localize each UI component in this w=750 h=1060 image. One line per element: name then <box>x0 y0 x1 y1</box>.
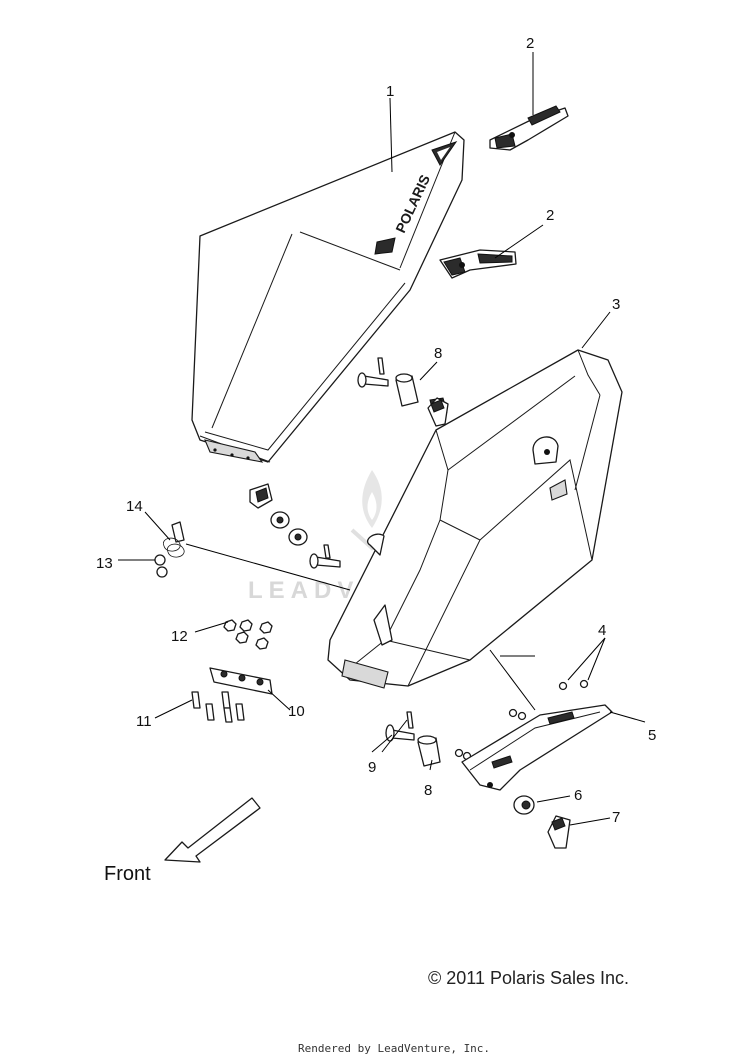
callouts: 1 2 2 3 8 4 5 6 7 8 9 10 11 12 13 14 <box>96 35 656 826</box>
callout-3: 3 <box>612 296 620 313</box>
bracket-part-5 <box>461 704 613 791</box>
bolt-upper <box>357 357 389 388</box>
callout-1: 1 <box>386 83 394 100</box>
callout-13: 13 <box>96 555 113 572</box>
front-arrow-icon <box>164 797 261 863</box>
leader-lines <box>118 52 646 826</box>
catch-upper <box>427 397 449 427</box>
callout-2-lower: 2 <box>546 207 554 224</box>
bushing-part-6 <box>513 795 535 815</box>
nuts-part-12 <box>223 619 273 650</box>
latch-part-2-lower <box>439 249 517 279</box>
callout-12: 12 <box>171 628 188 645</box>
callout-11: 11 <box>136 713 152 730</box>
callout-14: 14 <box>126 498 143 515</box>
callout-7: 7 <box>612 809 620 826</box>
bolts-part-11 <box>191 691 245 723</box>
rendered-by: Rendered by LeadVenture, Inc. <box>298 1042 490 1055</box>
callout-8-lower: 8 <box>424 782 432 799</box>
bushing-part-8-lower <box>417 735 441 767</box>
storage-tub-part-3 <box>327 349 623 689</box>
callout-4: 4 <box>598 622 606 639</box>
copyright: © 2011 Polaris Sales Inc. <box>428 968 629 988</box>
callout-10: 10 <box>288 703 305 720</box>
callout-8-upper: 8 <box>434 345 442 362</box>
bushing-part-8-upper <box>395 373 419 407</box>
callout-6: 6 <box>574 787 582 804</box>
screws-part-4 <box>454 679 589 761</box>
hinge-hardware-stack <box>249 483 341 569</box>
callout-9: 9 <box>368 759 376 776</box>
latch-part-2-upper <box>489 105 569 151</box>
hinge-plate-part-10 <box>209 667 273 695</box>
seat-part-1: POLARIS <box>191 131 465 463</box>
callout-5: 5 <box>648 727 656 744</box>
front-label: Front <box>104 863 151 885</box>
seat-logo-triangle-icon <box>431 141 458 166</box>
seat-badge-icon <box>374 237 396 255</box>
cable-clip-part-13-14 <box>154 521 351 591</box>
callout-2-upper: 2 <box>526 35 534 52</box>
